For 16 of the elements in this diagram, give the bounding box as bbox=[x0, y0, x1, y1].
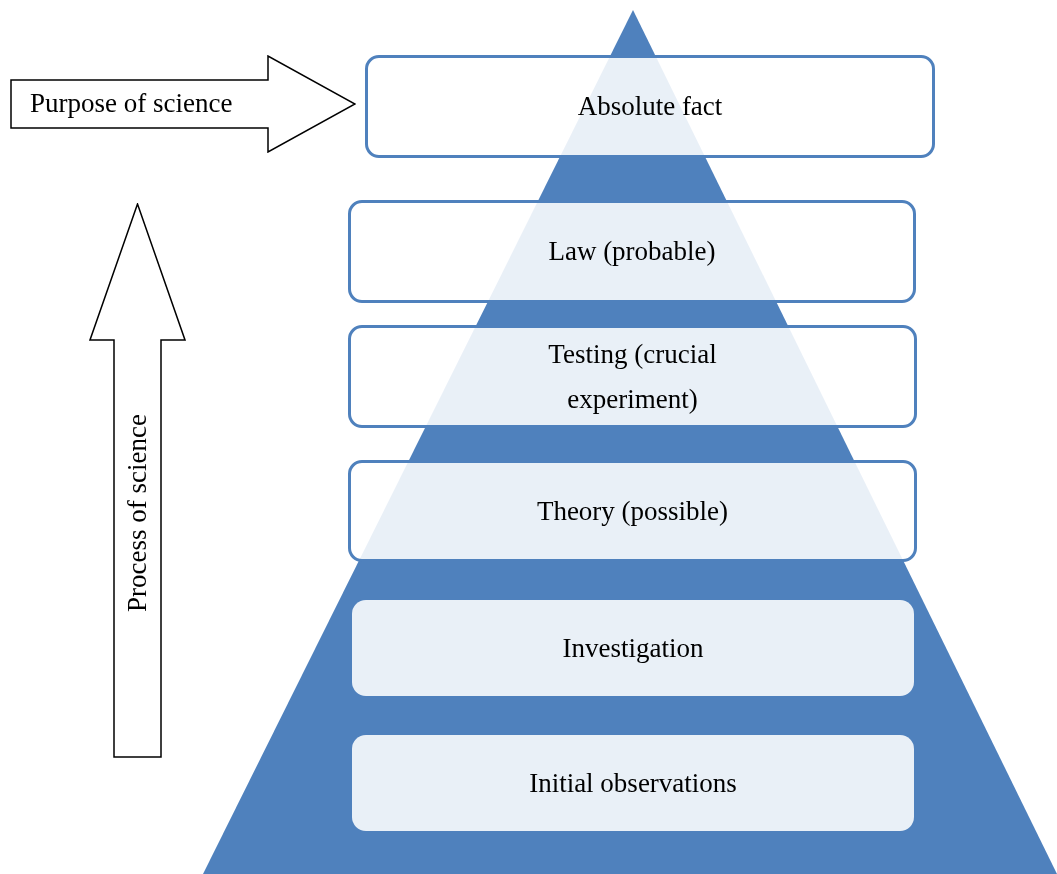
arrow-label: Purpose of science bbox=[30, 87, 233, 120]
level-label: Testing (crucial experiment) bbox=[547, 337, 718, 416]
arrow-label: Process of science bbox=[121, 414, 153, 612]
level-label: Initial observations bbox=[529, 766, 737, 800]
block-arrow bbox=[10, 55, 356, 153]
level-box bbox=[348, 200, 916, 303]
level-box bbox=[348, 325, 917, 428]
level-label: Law (probable) bbox=[548, 235, 716, 268]
level-box bbox=[348, 460, 917, 562]
level-label: Theory (possible) bbox=[536, 494, 729, 528]
block-arrow bbox=[89, 203, 186, 758]
level-label: Absolute fact bbox=[577, 90, 723, 123]
level-label: Investigation bbox=[562, 631, 704, 665]
level-box bbox=[352, 735, 914, 831]
level-box bbox=[365, 55, 935, 158]
level-box bbox=[352, 600, 914, 696]
